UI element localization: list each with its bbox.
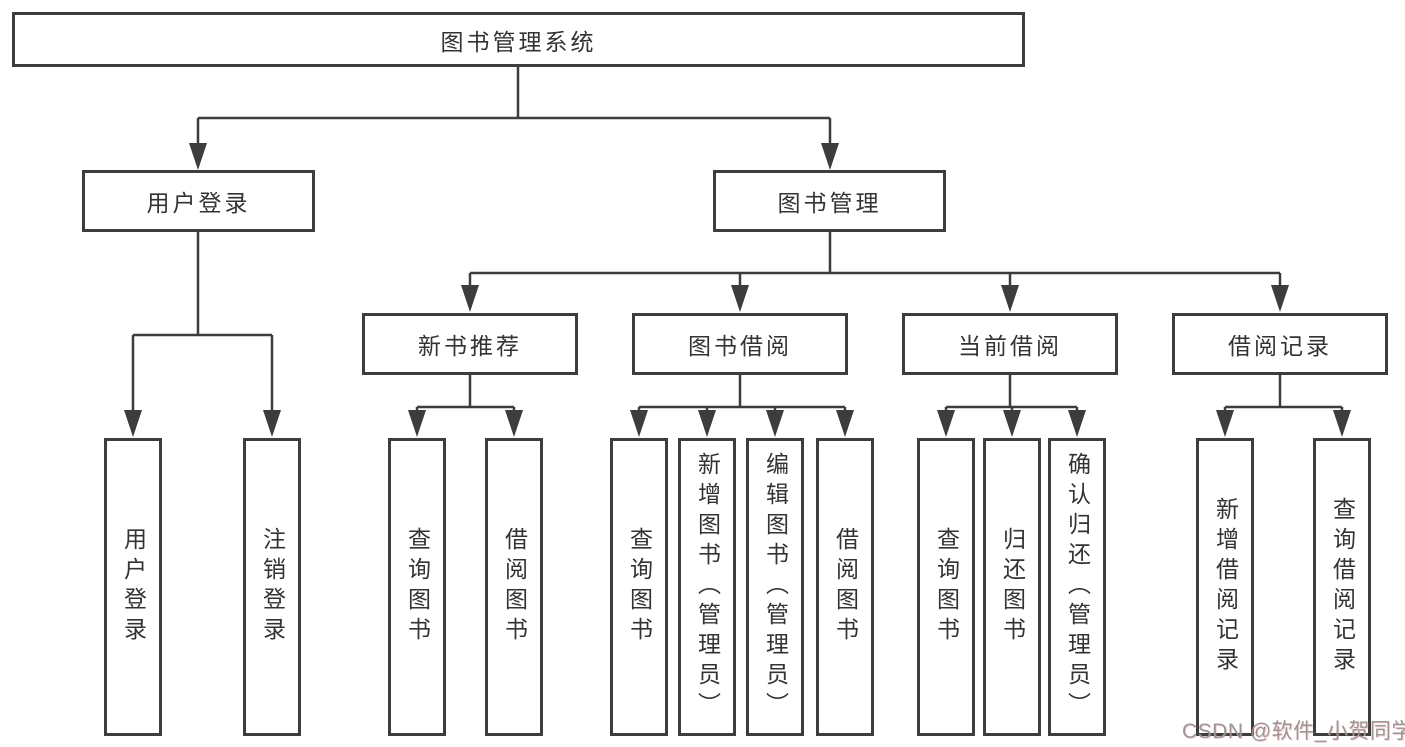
node-current-borrow-label: 当前借阅 (958, 333, 1062, 359)
connector-borrow-records-to-children (1216, 375, 1351, 437)
node-borrow-records-label: 借阅记录 (1228, 333, 1332, 359)
connector-book-borrow-to-children (630, 375, 854, 437)
leaf-nb-query-book-label: 查询图书 (404, 527, 431, 647)
leaf-bb-query-book-label: 查询图书 (626, 527, 653, 647)
node-user-login: 用户登录 (82, 170, 315, 232)
node-root-label: 图书管理系统 (440, 28, 597, 55)
node-book-borrow: 图书借阅 (632, 313, 848, 375)
leaf-nb-borrow-book: 借阅图书 (485, 438, 543, 736)
leaf-logout-login-label: 注销登录 (259, 527, 286, 647)
leaf-br-query-record: 查询借阅记录 (1313, 438, 1371, 736)
leaf-br-add-record: 新增借阅记录 (1196, 438, 1254, 736)
connector-book-management-to-level3 (461, 232, 1289, 312)
node-book-management: 图书管理 (713, 170, 946, 232)
node-borrow-records: 借阅记录 (1172, 313, 1388, 375)
leaf-user-login-label: 用户登录 (120, 527, 147, 647)
leaf-cb-return-book: 归还图书 (983, 438, 1041, 736)
leaf-br-add-record-label: 新增借阅记录 (1212, 497, 1239, 677)
leaf-bb-borrow-book: 借阅图书 (816, 438, 874, 736)
node-book-management-label: 图书管理 (777, 190, 882, 216)
leaf-cb-confirm-return-admin-label: 确认归还（管理员） (1064, 452, 1091, 722)
leaf-bb-add-book-admin-label: 新增图书（管理员） (694, 452, 721, 722)
leaf-cb-query-book-label: 查询图书 (933, 527, 960, 647)
node-new-book-recommend: 新书推荐 (362, 313, 578, 375)
leaf-cb-confirm-return-admin: 确认归还（管理员） (1048, 438, 1106, 736)
leaf-nb-query-book: 查询图书 (388, 438, 446, 736)
leaf-user-login: 用户登录 (104, 438, 162, 736)
node-user-login-label: 用户登录 (146, 190, 251, 216)
leaf-nb-borrow-book-label: 借阅图书 (501, 527, 528, 647)
connector-root-to-level2 (189, 67, 839, 170)
leaf-br-query-record-label: 查询借阅记录 (1329, 497, 1356, 677)
leaf-bb-query-book: 查询图书 (610, 438, 668, 736)
leaf-cb-query-book: 查询图书 (917, 438, 975, 736)
node-current-borrow: 当前借阅 (902, 313, 1118, 375)
connector-user-login-to-children (124, 232, 281, 437)
node-book-borrow-label: 图书借阅 (688, 333, 792, 359)
node-new-book-recommend-label: 新书推荐 (418, 333, 522, 359)
leaf-bb-add-book-admin: 新增图书（管理员） (678, 438, 736, 736)
leaf-bb-borrow-book-label: 借阅图书 (832, 527, 859, 647)
leaf-cb-return-book-label: 归还图书 (999, 527, 1026, 647)
node-root: 图书管理系统 (12, 12, 1025, 67)
csdn-watermark: CSDN @软件_小贺同学 (1182, 720, 1405, 743)
leaf-bb-edit-book-admin-label: 编辑图书（管理员） (762, 452, 789, 722)
leaf-bb-edit-book-admin: 编辑图书（管理员） (746, 438, 804, 736)
leaf-logout-login: 注销登录 (243, 438, 301, 736)
connector-current-borrow-to-children (937, 375, 1086, 437)
connector-new-book-recommend-to-children (408, 375, 523, 437)
